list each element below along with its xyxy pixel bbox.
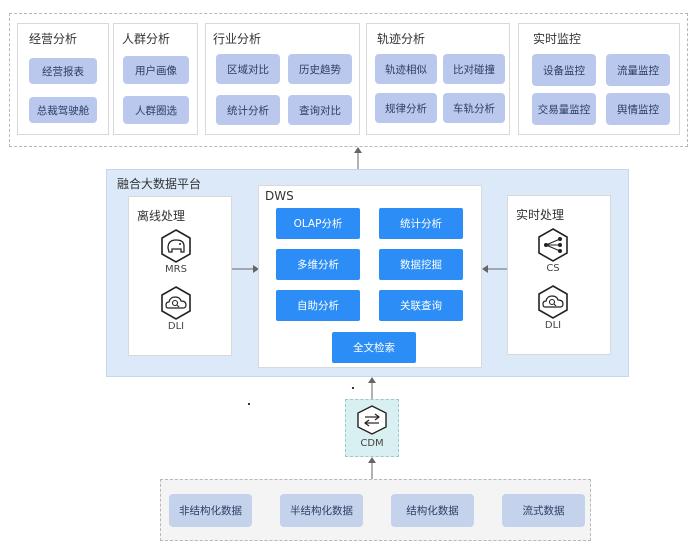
association-query-button[interactable]: 关联查询 — [379, 290, 463, 321]
stream-nodes-icon — [538, 228, 568, 262]
realtime-processing-box: 实时处理 CS DLI — [507, 195, 611, 355]
multidim-analysis-button[interactable]: 多维分析 — [276, 249, 360, 280]
semistructured-data-button[interactable]: 半结构化数据 — [280, 494, 363, 527]
group-industry-analysis: 行业分析 区域对比 历史趋势 统计分析 查询对比 — [205, 23, 360, 135]
group-title: 实时监控 — [533, 32, 582, 46]
group-title: 行业分析 — [213, 32, 262, 46]
group-title: 人群分析 — [122, 32, 171, 46]
transaction-monitor-button[interactable]: 交易量监控 — [532, 93, 596, 125]
dli-label: DLI — [544, 320, 562, 331]
olap-analysis-button[interactable]: OLAP分析 — [276, 208, 360, 239]
sentiment-monitor-button[interactable]: 舆情监控 — [606, 93, 670, 125]
group-title: 轨迹分析 — [377, 32, 426, 46]
dot-mark — [352, 387, 354, 389]
device-monitor-button[interactable]: 设备监控 — [532, 54, 596, 86]
arrow-up-to-apps — [354, 147, 362, 170]
migration-arrows-icon — [357, 405, 387, 435]
cloud-search-icon — [161, 286, 191, 320]
structured-data-button[interactable]: 结构化数据 — [391, 494, 474, 527]
dot-mark — [248, 403, 250, 405]
streaming-data-button[interactable]: 流式数据 — [502, 494, 585, 527]
user-profile-button[interactable]: 用户画像 — [123, 56, 189, 84]
cs-label: CS — [546, 263, 560, 274]
cdm-box: CDM — [345, 399, 399, 457]
pattern-analysis-button[interactable]: 规律分析 — [375, 93, 437, 123]
vehicle-track-button[interactable]: 车轨分析 — [443, 93, 505, 123]
realtime-title: 实时处理 — [516, 208, 565, 222]
offline-title: 离线处理 — [137, 209, 186, 223]
ceo-cockpit-button[interactable]: 总裁驾驶舱 — [29, 97, 97, 123]
fulltext-search-button[interactable]: 全文检索 — [332, 332, 416, 363]
query-compare-button[interactable]: 查询对比 — [288, 95, 352, 125]
history-trend-button[interactable]: 历史趋势 — [288, 54, 352, 84]
compare-collision-button[interactable]: 比对碰撞 — [443, 54, 505, 84]
arrow-offline-to-dws — [232, 265, 259, 273]
arrow-sources-to-cdm — [368, 457, 376, 480]
cloud-search-icon — [538, 285, 568, 319]
unstructured-data-button[interactable]: 非结构化数据 — [169, 494, 252, 527]
offline-processing-box: 离线处理 MRS DLI — [128, 196, 232, 356]
traffic-monitor-button[interactable]: 流量监控 — [606, 54, 670, 86]
cdm-label: CDM — [360, 438, 384, 449]
business-report-button[interactable]: 经营报表 — [29, 58, 97, 84]
trajectory-similar-button[interactable]: 轨迹相似 — [375, 54, 437, 84]
elephant-icon — [161, 229, 191, 263]
group-realtime-monitoring: 实时监控 设备监控 流量监控 交易量监控 舆情监控 — [518, 23, 680, 135]
region-compare-button[interactable]: 区域对比 — [216, 54, 280, 84]
arrow-realtime-to-dws — [482, 265, 508, 273]
mrs-label: MRS — [165, 264, 187, 275]
platform-title: 融合大数据平台 — [117, 177, 202, 191]
group-title: 经营分析 — [29, 32, 78, 46]
group-business-analysis: 经营分析 经营报表 总裁驾驶舱 — [17, 23, 109, 135]
group-trajectory-analysis: 轨迹分析 轨迹相似 比对碰撞 规律分析 车轨分析 — [366, 23, 510, 135]
data-mining-button[interactable]: 数据挖掘 — [379, 249, 463, 280]
data-sources-panel: 非结构化数据 半结构化数据 结构化数据 流式数据 — [160, 479, 591, 541]
dws-box: DWS OLAP分析 统计分析 多维分析 数据挖掘 自助分析 关联查询 全文检索 — [258, 185, 482, 368]
statistics-analysis-button[interactable]: 统计分析 — [379, 208, 463, 239]
group-crowd-analysis: 人群分析 用户画像 人群圈选 — [113, 23, 198, 135]
crowd-selection-button[interactable]: 人群圈选 — [123, 96, 189, 124]
dli-label: DLI — [167, 321, 185, 332]
self-service-analysis-button[interactable]: 自助分析 — [276, 290, 360, 321]
top-applications-panel — [9, 13, 688, 147]
dws-title: DWS — [265, 189, 294, 203]
arrow-cdm-to-platform — [368, 377, 376, 400]
statistics-button[interactable]: 统计分析 — [216, 95, 280, 125]
